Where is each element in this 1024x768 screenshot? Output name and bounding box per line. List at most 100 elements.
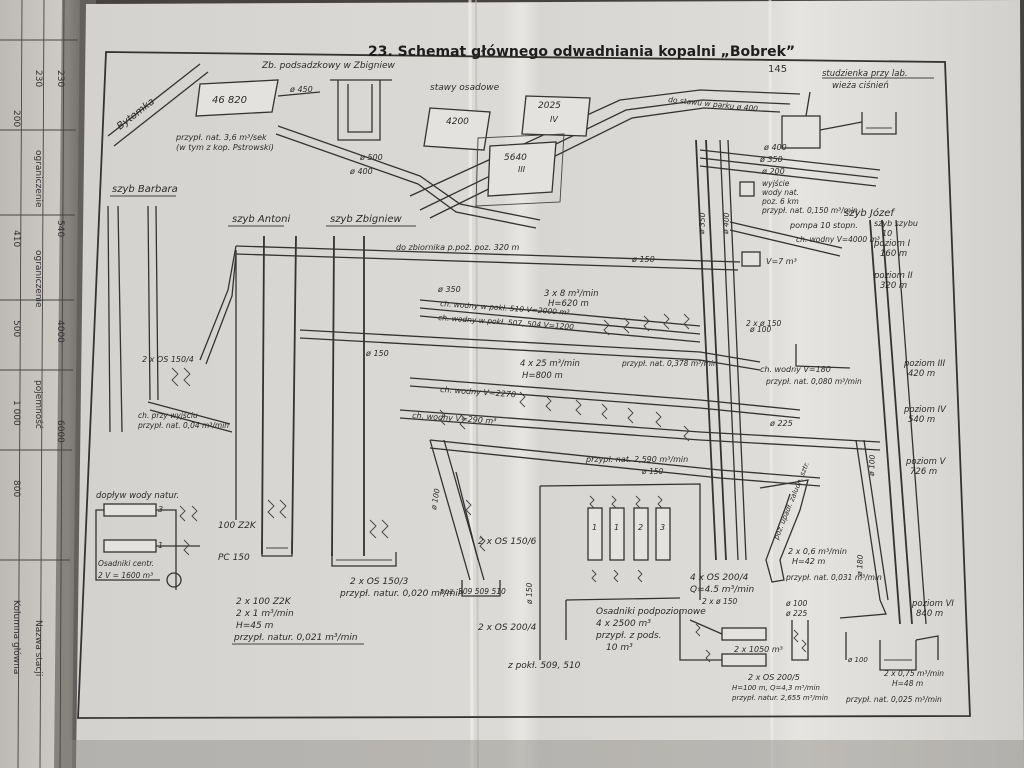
level-6-depth: 840 m	[916, 609, 943, 619]
label-pc150: PC 150	[218, 553, 250, 563]
incline-shaft: poz. upadł. zaludn. sztr. 2 x 0,6 m³/min…	[759, 439, 889, 619]
label-2xos150-4: 2 x OS 150/4	[142, 355, 194, 364]
label-pipe-200: ø 200	[761, 167, 785, 176]
settler-1	[103, 539, 157, 553]
svg-text:ø 400: ø 400	[721, 212, 731, 235]
label-wyjscie-1: wyjście	[762, 179, 790, 188]
label-os-pod-4: 10 m³	[606, 643, 633, 653]
settler-col-1	[587, 507, 603, 561]
label-os-200-5a: 2 x OS 200/5	[748, 673, 800, 682]
water-tower	[861, 112, 897, 135]
label-pipe-450: ø 450	[289, 85, 313, 94]
label-pipe-225: ø 225	[769, 419, 793, 428]
label-os-200-5b: H=100 m, Q=4,3 m³/min	[732, 684, 820, 692]
level-2-name: poziom II	[873, 271, 913, 281]
level-1-name: poziom I	[873, 239, 911, 249]
label-pump-4x25: 4 x 25 m³/min	[520, 359, 580, 369]
label-roman-4: IV	[550, 115, 558, 124]
book-cell: pojemność	[33, 380, 44, 429]
label-pipe-350: ø 350	[759, 155, 783, 164]
book-cell: 500	[11, 320, 21, 337]
label-ch-przy-2: przypł. nat. 0,04 m³/min	[137, 421, 229, 430]
level-3-name: poziom III	[903, 359, 946, 369]
label-studzienka-1: studzienka przy lab.	[822, 69, 908, 79]
label-os-pod-2: 4 x 2500 m³	[596, 619, 651, 629]
book-table: 200 410 500 1 000 800 230 ograniczenie o…	[0, 0, 78, 768]
label-pipe-150a: ø 150	[631, 255, 655, 264]
label-pipe-100c: ø 100	[785, 599, 808, 608]
label-doplyw: dopływ wody natur.	[96, 491, 179, 501]
shaft-jozef: szyb Józef szyb szybu 10 poziom I 160 m …	[844, 207, 954, 704]
shaft-boleslaw: ø 350 ø 400 wyjście wody nat. poz. 6 km …	[695, 139, 880, 561]
book-cell: 6000	[55, 420, 65, 443]
level-5-name: poziom V	[905, 457, 947, 467]
label-szyb-zbigniew: szyb Zbigniew	[330, 214, 402, 225]
level-1-depth: 160 m	[880, 249, 907, 259]
label-os-200-4a: 2 x OS 200/4	[478, 623, 537, 633]
label-x2-06: 2 x 0,6 m³/min	[788, 547, 847, 556]
label-2xpipe-150: 2 x ø 150	[746, 319, 781, 328]
label-jozef-1: 2 x 0,75 m³/min	[884, 669, 944, 678]
label-col-3: 2	[638, 523, 643, 532]
label-stawy: stawy osadowe	[430, 83, 500, 93]
reservoir-46820: 46 820 przypł. nat. 3,6 m³/sek (w tym z …	[175, 79, 321, 152]
label-pipe-400a: ø 400	[349, 167, 373, 176]
label-v7: V=7 m³	[766, 257, 797, 266]
settler-col-4	[655, 507, 671, 561]
pond-2025	[521, 95, 591, 137]
label-pipe-100a: ø 100	[749, 325, 772, 334]
label-przypl-0150: przypł. nat. 0,150 m³/min	[761, 206, 858, 215]
label-46820: 46 820	[212, 95, 247, 106]
label-przypl-0378: przypł. nat. 0,378 m³/min	[621, 359, 718, 368]
label-2xpipe-150b: 2 x ø 150	[702, 597, 737, 606]
label-p509: poz. 509 509 510	[439, 587, 506, 596]
book-cell: ograniczenie	[33, 250, 43, 308]
label-ch-przy-1: ch. przy wyjściu	[138, 411, 198, 420]
settler-col-2	[609, 507, 625, 561]
label-pipe-400b: ø 400	[763, 143, 787, 152]
label-zb-2: przypł. natur. 0,020 m³/min	[339, 589, 464, 599]
label-osadniki-vol: 2 V = 1600 m³	[98, 571, 153, 580]
label-q45: Q=4.5 m³/min	[690, 585, 754, 595]
diagram-frame	[77, 51, 971, 719]
pond-4200	[423, 107, 491, 151]
label-pipe-100b: ø 100	[429, 488, 442, 512]
label-roman-3: III	[518, 165, 526, 174]
book-cell: Kolumna główna	[11, 600, 22, 674]
map-sheet	[76, 0, 1024, 768]
page-number: 145	[768, 64, 787, 75]
label-szyb-antoni: szyb Antoni	[232, 214, 290, 225]
label-pompa: pompa 10 stopn.	[789, 221, 858, 230]
label-os-pod-3: przypł. z pods.	[595, 631, 662, 641]
book-cell: 540	[55, 220, 65, 237]
label-szyb-jozef: szyb Józef	[844, 207, 895, 219]
label-5640: 5640	[504, 153, 527, 163]
label-wyjscie-3: poz. 6 km	[761, 197, 799, 206]
book-cell: ograniczenie	[33, 150, 43, 208]
label-h620: H=620 m	[548, 299, 589, 309]
label-antoni-2: 2 x 1 m³/min	[236, 609, 294, 619]
level-4-depth: 540 m	[908, 415, 935, 425]
shaft-zbigniew: szyb Zbigniew 2 x OS 150/3 przypł. natur…	[326, 214, 464, 599]
level-3-depth: 420 m	[908, 369, 935, 379]
book-cell: 410	[11, 230, 21, 247]
label-col-2: 1	[614, 523, 619, 532]
level-4-name: poziom IV	[903, 405, 947, 415]
label-z-pokl: z pokł. 509, 510	[507, 661, 581, 671]
label-wyjscie-2: wody nat.	[762, 188, 799, 197]
sump-150-6: 2 x OS 150/6 poz. 509 509 510 ø 100 ø 15…	[429, 439, 537, 605]
fire-tank-line: do zbiornika p.poż. poz. 320 m ø 150	[199, 243, 741, 365]
level-5-depth: 726 m	[910, 467, 937, 477]
label-ch-wodny-2270: ch. wodny V=2270	[440, 385, 516, 399]
label-szyb-10: 10	[882, 229, 892, 238]
diagram-title: 23. Schemat głównego odwadniania kopalni…	[368, 44, 795, 60]
label-ch-wodny-4000: ch. wodny V=4000 m³	[796, 235, 880, 244]
label-bytomka: Bytomka	[115, 96, 157, 132]
label-jozef-2: H=48 m	[892, 679, 923, 688]
label-antoni-1: 2 x 100 Z2K	[236, 597, 292, 607]
book-cell: 230	[55, 70, 65, 87]
backfill-reservoir: Zb. podsadzkowy w Zbigniew ø 500 ø 400	[261, 61, 395, 176]
label-h42: H=42 m	[792, 557, 825, 566]
